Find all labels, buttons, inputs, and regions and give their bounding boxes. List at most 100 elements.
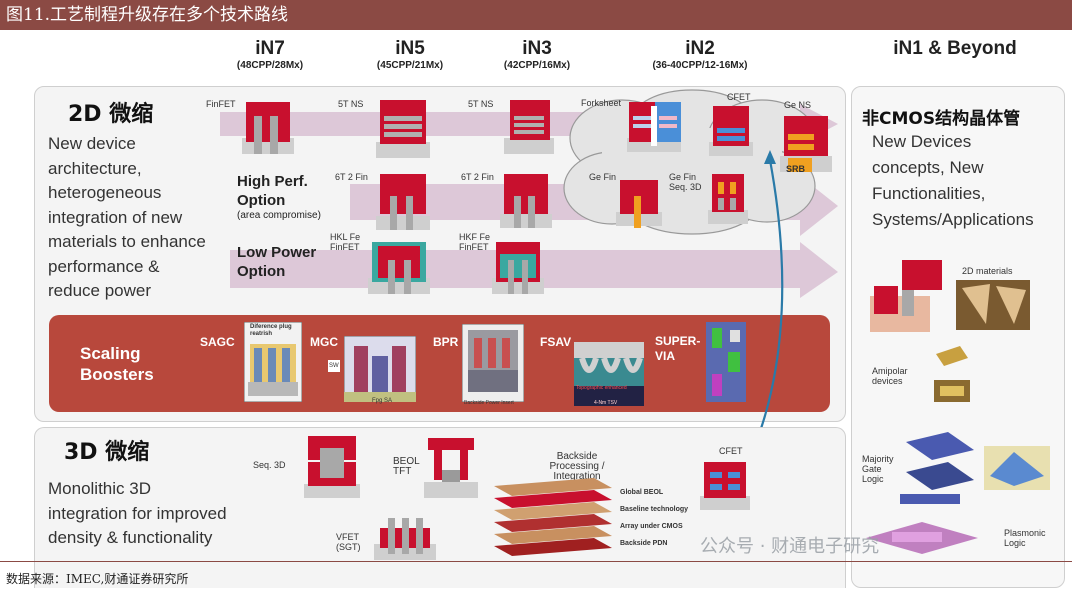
label-line: Majority	[862, 454, 894, 464]
label-finfet: FinFET	[206, 99, 236, 109]
fsav-note-1: Topographic enhanced	[576, 385, 627, 391]
hkf-fe-finfet-icon	[492, 242, 544, 294]
stack-label: Array under CMOS	[620, 523, 683, 530]
option-title: High Perf.	[237, 173, 308, 190]
desc-line: New Devices	[872, 132, 972, 151]
desc-3d: Monolithic 3D integration for improved d…	[48, 477, 227, 551]
option-title: Option	[237, 263, 286, 280]
mgc-note-fpg: Fpg SA	[372, 398, 393, 404]
label-vfet: VFET (SGT)	[336, 532, 361, 552]
scaling-boosters-label: Scaling Boosters	[80, 343, 154, 385]
footer-divider	[0, 561, 1072, 562]
label-line: reatrish	[250, 331, 273, 337]
label-plasmonic: Plasmonic Logic	[1004, 528, 1046, 548]
desc-beyond: New Devices concepts, New Functionalitie…	[872, 129, 1034, 233]
booster-bpr: BPR	[433, 335, 459, 349]
fsav-image	[574, 342, 644, 406]
label-6t2fin-in5: 6T 2 Fin	[335, 172, 368, 182]
fsav-note-2: 4-Nm TSV	[594, 400, 618, 406]
label-line: FinFET	[330, 242, 360, 252]
desc-line: integration of new	[48, 207, 183, 227]
low-power-option: Low Power Option	[237, 243, 316, 281]
desc-2d: New device architecture, heterogeneous i…	[48, 132, 206, 304]
6t-2fin-in5-icon	[376, 174, 430, 230]
stack-label: Baseline technology	[620, 506, 689, 513]
label-line: Seq. 3D	[669, 182, 702, 192]
plasmonic-image	[866, 522, 978, 554]
nanosheet-in5-icon	[376, 100, 430, 158]
panel-beyond-cmos	[851, 86, 1065, 588]
seq3d-icon	[304, 436, 360, 498]
backside-stack-image	[494, 478, 612, 556]
label-forksheet: Forksheet	[581, 98, 622, 108]
label-line: Processing / Integration	[549, 461, 605, 482]
desc-line: Monolithic 3D	[48, 479, 151, 498]
beol-tft-icon	[424, 438, 478, 498]
gefin-icon	[616, 180, 662, 228]
desc-line: reduce power	[48, 281, 152, 300]
bpr-image	[462, 324, 524, 402]
label-cfet-3d: CFET	[719, 446, 743, 456]
label-hkf-finfet: HKF Fe FinFET	[459, 232, 490, 252]
label-line: Boosters	[80, 365, 154, 384]
option-title: Low Power	[237, 244, 317, 261]
desc-line: materials to enhance	[48, 232, 206, 251]
label-line: Logic	[1004, 538, 1026, 548]
booster-mgc: MGC	[310, 335, 338, 349]
node-in7: iN7 (48CPP/28Mx)	[215, 38, 325, 71]
label-6t2fin-in3: 6T 2 Fin	[461, 172, 494, 182]
stack-label: Backside PDN	[620, 540, 668, 547]
label-srb: SRB	[786, 164, 806, 174]
2d-materials-image	[956, 280, 1030, 330]
label-line: VIA	[655, 349, 676, 363]
desc-line: performance &	[48, 256, 160, 276]
source-note: 数据来源：IMEC,财通证券研究所	[6, 572, 189, 586]
vfet-icon	[374, 518, 436, 560]
sagc-image	[244, 322, 302, 402]
backside-stack-labels: Global BEOL Baseline technology Array un…	[620, 484, 688, 552]
label-line: HKL Fe	[330, 232, 361, 242]
ambipolar-image	[934, 346, 970, 402]
heading-beyond: 非CMOS结构晶体管	[862, 109, 1021, 129]
stack-label: Global BEOL	[620, 489, 664, 496]
watermark-text: 公众号 · 财通电子研究	[700, 536, 880, 557]
6t-2fin-in3-icon	[500, 174, 552, 228]
sagc-note: Diference plug reatrish	[250, 324, 292, 338]
node-name: iN2	[685, 38, 715, 59]
label-line: SUPER-	[655, 334, 701, 348]
heading-2d: 2D 微缩	[68, 102, 154, 127]
booster-sagc: SAGC	[200, 335, 235, 349]
label-2d-materials: 2D materials	[962, 266, 1013, 276]
label-line: FinFET	[459, 242, 489, 252]
label-line: Logic	[862, 474, 884, 484]
majority-gate-image-2	[984, 446, 1050, 490]
nanosheet-in3-icon	[504, 100, 554, 154]
node-name: iN1 & Beyond	[893, 38, 1017, 59]
label-majority-gate: Majority Gate Logic	[862, 454, 894, 484]
label-gefin-seq3d: Ge Fin Seq. 3D	[669, 172, 702, 192]
cfet-in2-icon	[709, 106, 753, 156]
label-line: Scaling	[80, 344, 141, 363]
desc-line: concepts, New	[872, 158, 984, 177]
2d-device-icon	[870, 260, 942, 332]
label-backside: Backside Processing / Integration	[527, 452, 627, 482]
hkl-fe-finfet-icon	[368, 242, 430, 294]
label-line: Backside	[556, 451, 598, 462]
cfet-3d-icon	[700, 462, 750, 510]
majority-gate-image	[900, 432, 974, 504]
gefin-seq3d-icon	[708, 174, 748, 224]
label-beol-tft: BEOL TFT	[393, 457, 420, 477]
node-in5: iN5 (45CPP/21Mx)	[355, 38, 465, 71]
desc-line: density & functionality	[48, 528, 213, 547]
desc-line: Systems/Applications	[872, 210, 1034, 229]
scaling-boosters-band	[49, 315, 830, 412]
booster-supervia: SUPER- VIA	[655, 334, 700, 364]
desc-line: Functionalities,	[872, 184, 986, 203]
node-name: iN7	[255, 38, 285, 59]
label-line: BEOL	[393, 456, 420, 467]
mgc-image	[344, 336, 416, 402]
node-sub: (42CPP/16Mx)	[503, 60, 571, 71]
label-gefin: Ge Fin	[589, 172, 617, 182]
label-hkl-finfet: HKL Fe FinFET	[330, 232, 360, 252]
heading-3d: 3D 微缩	[64, 440, 150, 465]
